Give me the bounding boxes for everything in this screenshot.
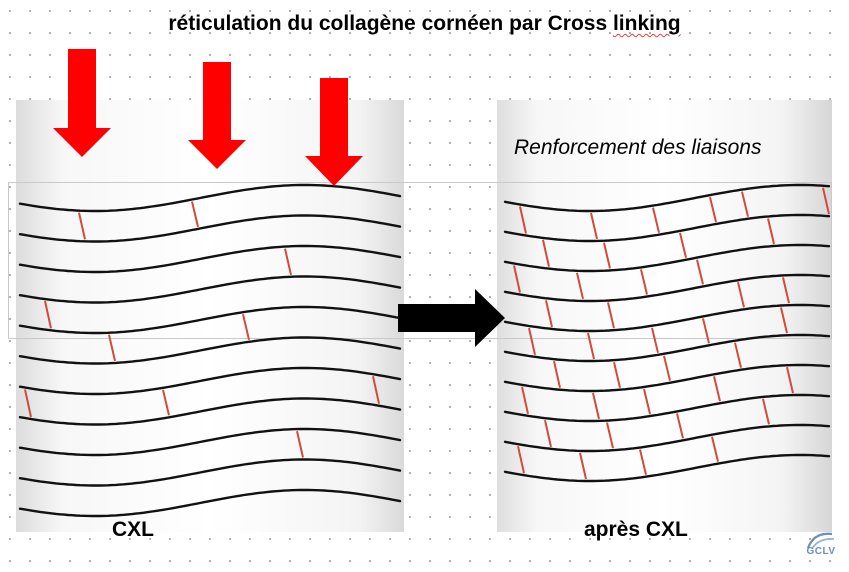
crosslinks-before: [24, 201, 380, 458]
crosslink: [762, 398, 770, 425]
caption-before: CXL: [112, 518, 154, 541]
crosslink: [242, 313, 250, 341]
crosslink: [639, 449, 647, 475]
right-panel-background: [497, 100, 832, 532]
crosslink: [44, 300, 52, 329]
crosslink: [544, 419, 552, 448]
crosslink: [786, 366, 794, 394]
crosslink: [528, 327, 536, 356]
crosslink: [640, 269, 648, 295]
crosslink: [767, 218, 775, 245]
crosslink: [607, 302, 615, 329]
crosslinks-after: [513, 187, 830, 480]
crosslink: [741, 191, 749, 217]
collagen-fiber: [503, 333, 831, 363]
crosslink: [542, 239, 550, 267]
crosslink: [78, 212, 86, 240]
collagen-fiber: [18, 488, 402, 518]
crosslink: [519, 206, 527, 234]
crosslink: [737, 281, 745, 308]
crosslink: [296, 430, 304, 458]
crosslink: [284, 248, 292, 276]
gclv-logo-icon: GCLV: [798, 530, 844, 570]
collagen-fiber: [18, 336, 402, 365]
crosslink: [553, 360, 561, 388]
crosslink: [696, 259, 704, 285]
crosslink: [643, 388, 651, 415]
collagen-fiber: [503, 423, 831, 453]
reinforcement-note: Renforcement des liaisons: [514, 136, 762, 159]
collagen-fiber: [503, 303, 831, 333]
collagen-fiber: [18, 397, 402, 426]
crosslink: [521, 386, 529, 415]
collagen-fiber: [503, 213, 831, 243]
uv-arrows-group: [53, 49, 363, 186]
crosslink: [709, 196, 717, 223]
crosslink: [590, 212, 598, 240]
crosslink: [651, 327, 659, 354]
collagen-fiber: [18, 458, 402, 487]
fibers-after-crosslinking: [503, 183, 831, 483]
collagen-fiber: [18, 244, 402, 274]
crosslink: [603, 242, 611, 269]
crosslink: [679, 232, 687, 258]
caption-after: après CXL: [584, 518, 688, 541]
collagen-fiber: [18, 275, 402, 304]
crosslink: [587, 332, 595, 360]
crosslink: [702, 318, 710, 344]
collagen-fiber: [503, 363, 831, 393]
crosslink: [517, 445, 525, 474]
collagen-fiber: [503, 273, 831, 303]
crosslink: [24, 389, 32, 418]
title-text-underlined: linking: [612, 12, 681, 35]
crosslink: [780, 307, 788, 334]
collagen-fiber: [18, 214, 402, 243]
crosslink: [592, 392, 600, 420]
collagen-fiber: [18, 427, 402, 457]
crosslink: [576, 272, 584, 300]
crosslink: [372, 375, 380, 404]
crosslink: [162, 389, 170, 416]
collagen-fiber: [503, 183, 831, 213]
collagen-fiber: [18, 305, 402, 335]
logo-swoosh: [806, 532, 835, 550]
crosslink: [713, 376, 721, 402]
crosslink: [663, 355, 671, 381]
down-arrow-icon: [188, 62, 246, 169]
crosslink: [613, 361, 621, 388]
right-arrow-icon: [398, 289, 505, 347]
collagen-fiber: [503, 393, 831, 423]
down-arrow-icon: [53, 49, 111, 157]
title-text: réticulation du collagène cornéen par Cr…: [168, 12, 613, 35]
crosslink: [191, 201, 199, 228]
crosslink: [676, 413, 684, 439]
collagen-fiber: [503, 453, 831, 483]
logo-text: GCLV: [806, 546, 836, 557]
collagen-fiber: [503, 243, 831, 273]
fibers-before-crosslinking: [18, 183, 402, 518]
crosslink: [545, 300, 553, 328]
crosslink: [822, 187, 830, 215]
collagen-fiber: [18, 366, 402, 396]
crosslink: [734, 342, 742, 368]
crosslink: [513, 265, 521, 293]
crosslink: [108, 334, 116, 362]
collagen-fiber: [18, 183, 402, 213]
diagram-title: réticulation du collagène cornéen par Cr…: [0, 12, 849, 36]
crosslink: [782, 277, 790, 304]
crosslink: [652, 207, 660, 233]
crosslink: [711, 436, 719, 462]
crosslink: [606, 422, 614, 449]
crosslink: [579, 452, 587, 480]
down-arrow-icon: [305, 78, 363, 186]
